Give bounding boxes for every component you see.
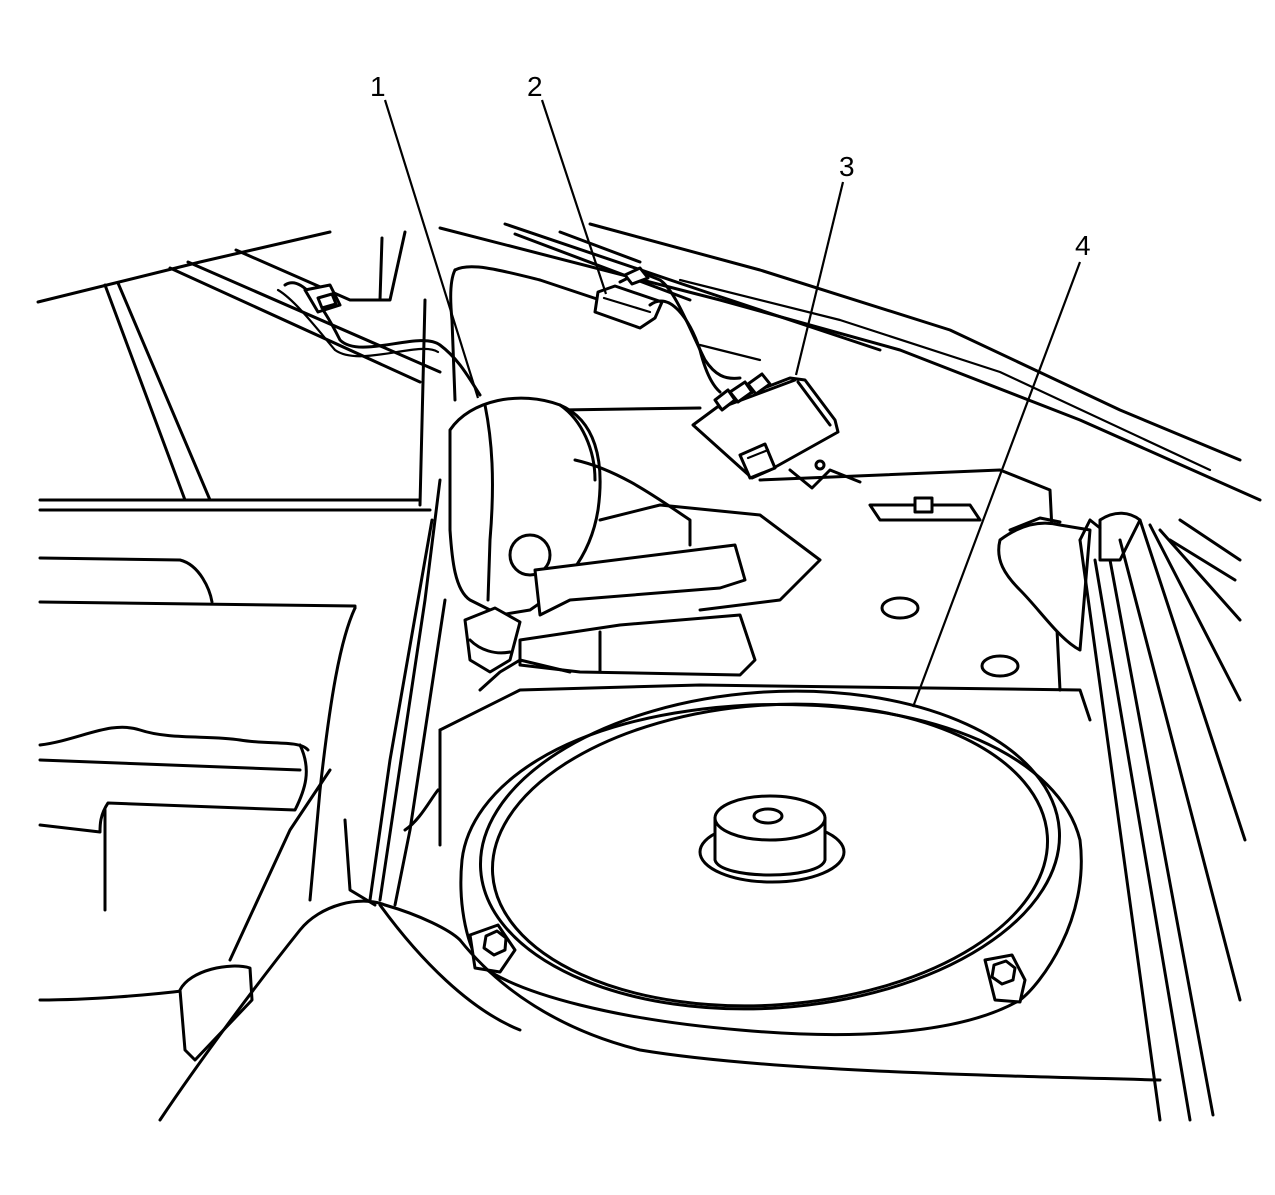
leader-1 — [383, 99, 480, 399]
callout-1: 1 — [370, 71, 386, 102]
pillar-strips — [343, 478, 447, 907]
item-2-module — [593, 266, 762, 394]
callout-3: 3 — [839, 151, 855, 182]
item-4-speaker — [459, 689, 1083, 1037]
left-trim-panels — [38, 556, 462, 1122]
callout-leaders — [383, 99, 1082, 708]
leader-4 — [911, 261, 1082, 708]
rear-window-lines — [36, 222, 1262, 502]
item-1-housing — [448, 396, 602, 674]
callout-4: 4 — [1075, 230, 1091, 261]
mounting-bracket — [518, 458, 822, 677]
trunk-floor-edge — [378, 903, 1162, 1082]
package-shelf-panel — [38, 265, 702, 512]
callout-labels: 1 2 3 4 — [370, 71, 1091, 261]
leader-2 — [540, 99, 608, 295]
leader-3 — [794, 181, 845, 376]
right-side-seal — [997, 511, 1247, 1122]
callout-2: 2 — [527, 71, 543, 102]
item-3-amplifier-module — [691, 372, 862, 490]
wiring-harness — [276, 281, 482, 397]
